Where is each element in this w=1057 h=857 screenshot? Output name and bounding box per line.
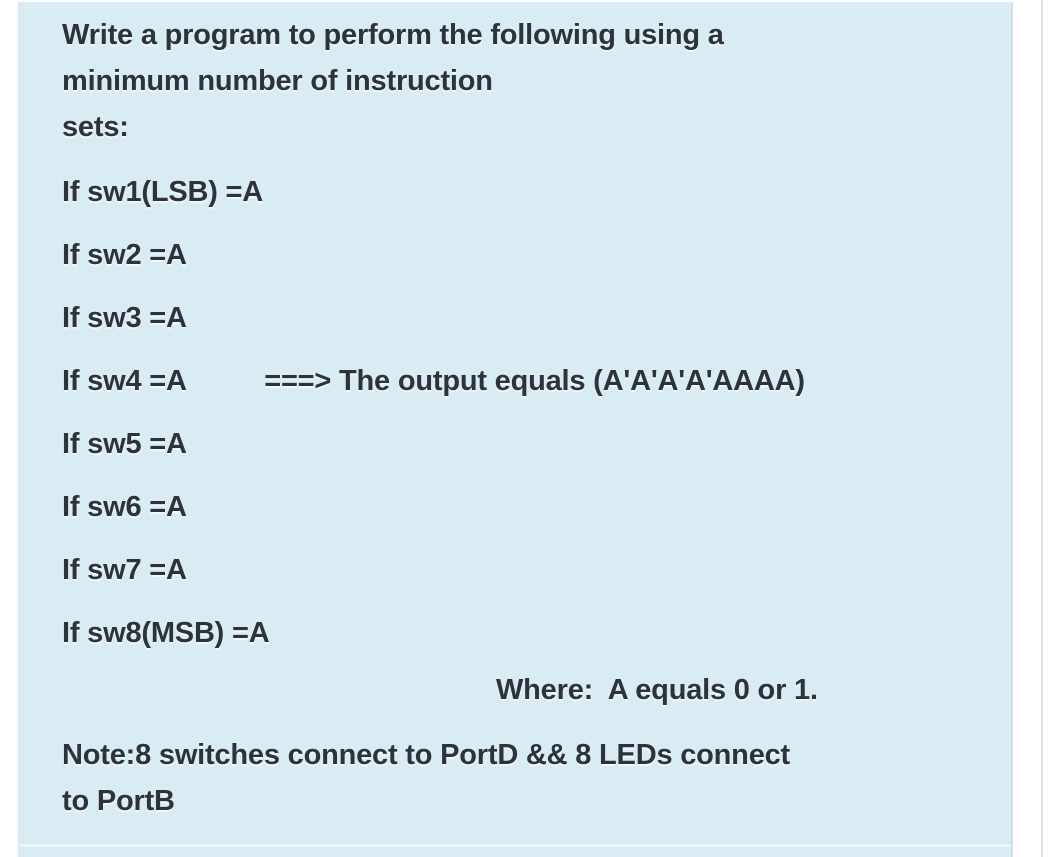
where-clause: Where: A equals 0 or 1. xyxy=(496,674,818,706)
intro-line-2: minimum number of instruction xyxy=(62,65,493,97)
condition-sw7: If sw7 =A xyxy=(62,554,187,586)
condition-sw8: If sw8(MSB) =A xyxy=(62,617,270,649)
scrollbar-track[interactable] xyxy=(1041,0,1043,857)
condition-sw4-with-output: If sw4 =A ===> The output equals (A'A'A'… xyxy=(62,365,805,397)
card-separator xyxy=(19,844,1011,847)
condition-sw2: If sw2 =A xyxy=(62,239,187,271)
note-line-1: Note:8 switches connect to PortD && 8 LE… xyxy=(62,739,791,771)
intro-line-3: sets: xyxy=(62,111,129,143)
question-intro: Write a program to perform the following… xyxy=(62,12,983,150)
condition-sw5: If sw5 =A xyxy=(62,428,187,460)
intro-line-1: Write a program to perform the following… xyxy=(62,19,724,51)
condition-sw3: If sw3 =A xyxy=(62,302,187,334)
question-card: Write a program to perform the following… xyxy=(18,2,1013,857)
condition-sw1: If sw1(LSB) =A xyxy=(62,176,264,208)
note-line-2: to PortB xyxy=(62,785,175,817)
note: Note:8 switches connect to PortD && 8 LE… xyxy=(62,732,983,824)
condition-sw6: If sw6 =A xyxy=(62,491,187,523)
